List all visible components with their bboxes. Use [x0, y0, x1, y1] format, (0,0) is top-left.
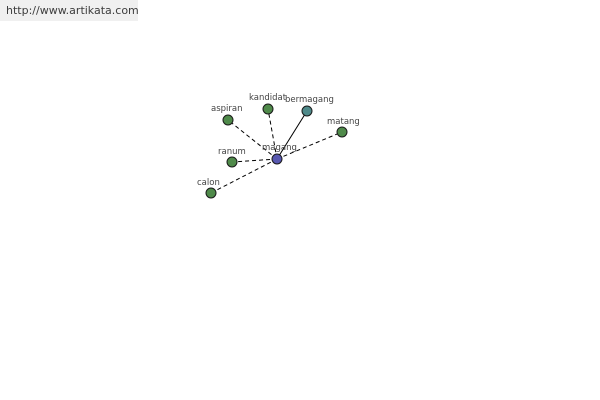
node-label-calon: calon — [197, 178, 220, 188]
node-label-bermagang: bermagang — [285, 95, 334, 105]
edge-magang-aspiran — [227, 119, 278, 160]
center-node-magang[interactable]: magang — [262, 143, 297, 165]
edge-magang-matang — [276, 131, 343, 160]
node-marker[interactable] — [222, 114, 234, 126]
node-label-magang: magang — [262, 143, 297, 153]
node-marker[interactable] — [336, 126, 348, 138]
node-marker[interactable] — [262, 103, 274, 115]
node-calon[interactable]: calon — [197, 178, 220, 199]
node-aspiran[interactable]: aspiran — [211, 104, 243, 126]
node-matang[interactable]: matang — [327, 117, 360, 138]
node-bermagang[interactable]: bermagang — [285, 95, 334, 117]
node-marker[interactable] — [301, 105, 313, 117]
node-label-matang: matang — [327, 117, 360, 127]
node-marker[interactable] — [271, 153, 283, 165]
graph-edges — [210, 108, 343, 194]
edge-magang-bermagang — [276, 110, 308, 160]
edge-magang-calon — [210, 158, 278, 194]
edge-magang-ranum — [231, 158, 278, 163]
node-label-kandidat: kandidat — [249, 93, 287, 103]
site-url-link[interactable]: http://www.artikata.com — [0, 0, 139, 21]
node-kandidat[interactable]: kandidat — [249, 93, 287, 115]
node-marker[interactable] — [205, 187, 217, 199]
node-label-ranum: ranum — [218, 147, 246, 157]
node-marker[interactable] — [226, 156, 238, 168]
node-label-aspiran: aspiran — [211, 104, 243, 114]
edge-magang-kandidat — [267, 108, 278, 160]
node-ranum[interactable]: ranum — [218, 147, 246, 168]
